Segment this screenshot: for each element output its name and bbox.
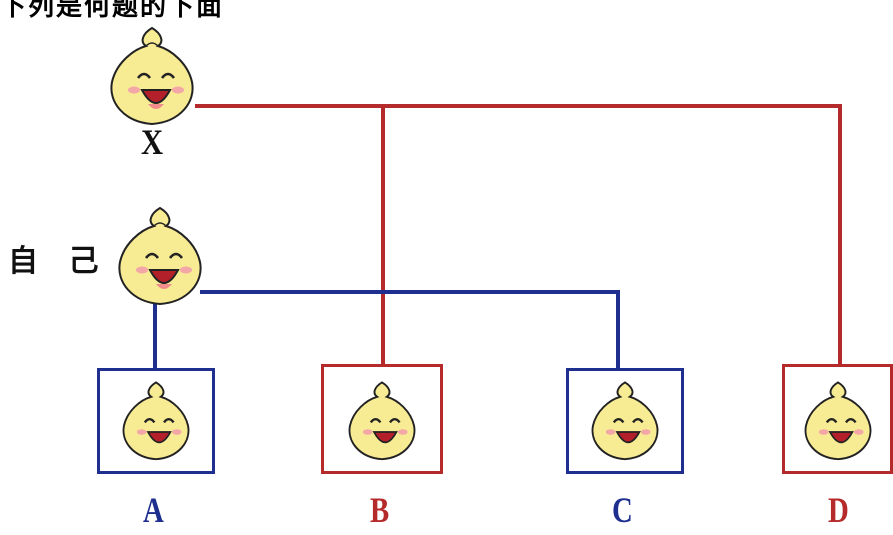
child-box-b — [321, 364, 443, 474]
self-label: 自 己 — [8, 244, 109, 279]
dumpling-mascot-icon — [348, 381, 416, 461]
child-label-d: D — [828, 490, 849, 530]
child-label-a: A — [143, 490, 164, 530]
child-box-a — [97, 368, 215, 474]
dumpling-mascot-icon — [591, 381, 659, 461]
dumpling-mascot-icon — [122, 381, 190, 461]
node-x-label: X — [141, 122, 164, 162]
child-label-b: B — [370, 490, 390, 530]
child-box-c — [566, 368, 684, 474]
child-label-c: C — [612, 490, 633, 530]
dumpling-mascot-icon — [110, 26, 194, 126]
dumpling-mascot-icon — [118, 206, 202, 306]
child-box-d — [782, 364, 893, 474]
cropped-header-text: 下列是何题的下面 — [0, 0, 225, 22]
dumpling-mascot-icon — [804, 381, 872, 461]
